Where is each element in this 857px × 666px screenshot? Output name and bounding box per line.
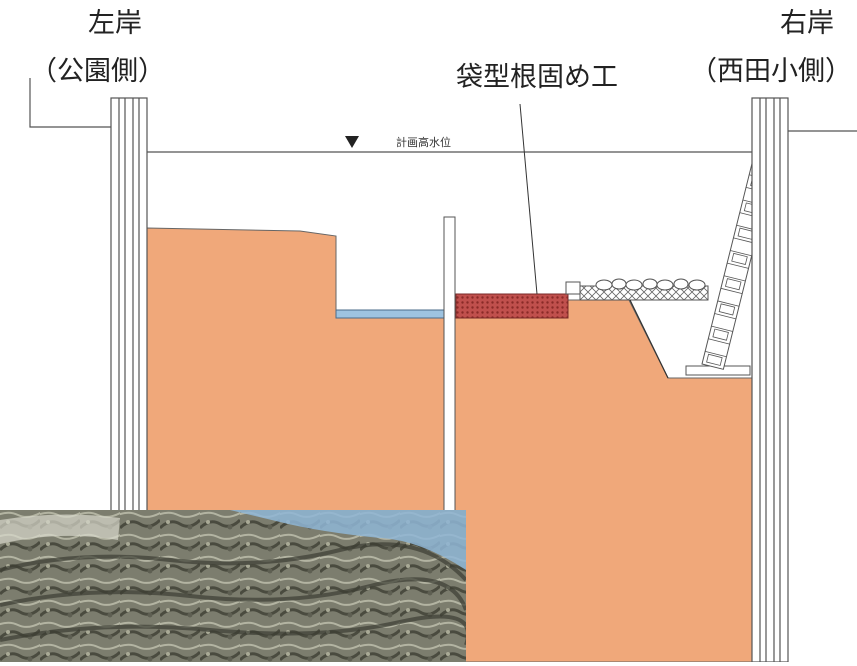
left-bank-subtitle: （公園側） bbox=[30, 56, 165, 87]
bag-mat-photo bbox=[0, 510, 466, 662]
water-level-marker-icon bbox=[345, 136, 359, 148]
cobble-stones bbox=[595, 278, 706, 291]
right-bank-title: 右岸 bbox=[780, 8, 834, 39]
water-surface bbox=[335, 309, 457, 319]
bag-foot-protection-label: 袋型根固め工 bbox=[456, 62, 618, 93]
concrete-slab bbox=[565, 281, 581, 295]
left-bank-ground-line bbox=[29, 78, 111, 128]
callout-leader-line bbox=[519, 103, 538, 295]
slope-line bbox=[629, 299, 669, 379]
right-bank-wall bbox=[751, 97, 789, 663]
high-water-level-label: 計画高水位 bbox=[396, 136, 451, 149]
bag-foot-protection-block bbox=[455, 293, 569, 319]
left-bank-title: 左岸 bbox=[88, 8, 142, 39]
right-bank-subtitle: （西田小側） bbox=[690, 56, 852, 87]
